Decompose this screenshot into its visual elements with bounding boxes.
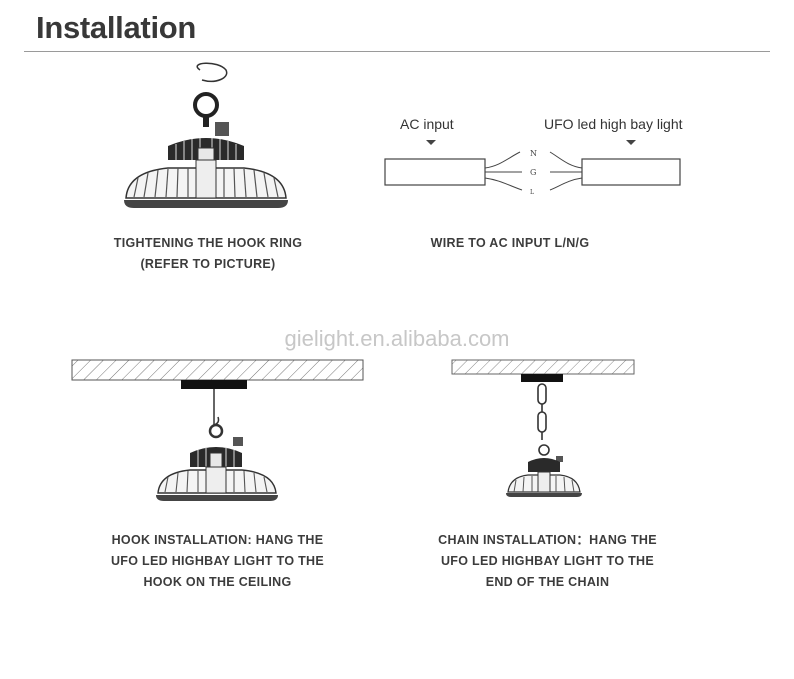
hook-ring-illustration bbox=[124, 62, 288, 208]
watermark: gielight.en.alibaba.com bbox=[284, 326, 510, 351]
wire-letter-n: N bbox=[530, 149, 537, 158]
wiring-diagram: N G L bbox=[384, 140, 681, 196]
caption-line: UFO LED HIGHBAY LIGHT TO THE bbox=[440, 554, 655, 568]
page-title: Installation bbox=[36, 10, 197, 45]
ac-input-label: AC input bbox=[400, 116, 454, 132]
step-1-caption: TIGHTENING THE HOOK RING (REFER TO PICTU… bbox=[88, 233, 328, 275]
caption-line: TIGHTENING THE HOOK RING bbox=[113, 236, 303, 250]
caption-line: WIRE TO AC INPUT L/N/G bbox=[430, 236, 590, 250]
hook-installation-illustration bbox=[71, 359, 364, 501]
caption-line: HOOK ON THE CEILING bbox=[143, 575, 292, 589]
caption-line: CHAIN INSTALLATION：HANG THE bbox=[438, 533, 657, 547]
chain-installation-illustration bbox=[451, 359, 635, 497]
caption-line: HOOK INSTALLATION: HANG THE bbox=[111, 533, 324, 547]
wire-letter-l: L bbox=[530, 189, 534, 196]
caption-line: END OF THE CHAIN bbox=[485, 575, 610, 589]
step-4-caption: CHAIN INSTALLATION：HANG THE UFO LED HIGH… bbox=[420, 530, 675, 593]
title-divider bbox=[24, 51, 770, 52]
step-3-caption: HOOK INSTALLATION: HANG THE UFO LED HIGH… bbox=[90, 530, 345, 593]
light-label: UFO led high bay light bbox=[544, 116, 683, 132]
step-2-caption: WIRE TO AC INPUT L/N/G bbox=[400, 233, 620, 254]
caption-line: UFO LED HIGHBAY LIGHT TO THE bbox=[110, 554, 325, 568]
caption-line: (REFER TO PICTURE) bbox=[140, 257, 276, 271]
wire-letter-g: G bbox=[530, 168, 536, 177]
